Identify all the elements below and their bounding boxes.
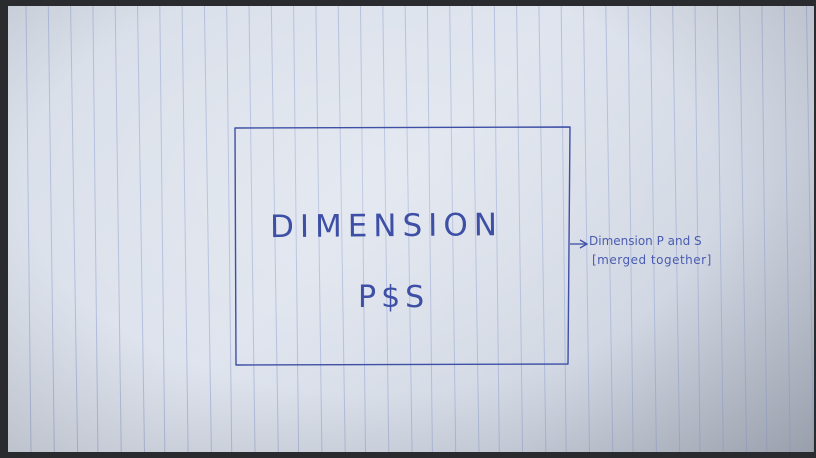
ruled-line — [92, 6, 99, 452]
ruled-line — [25, 6, 32, 452]
annotation-line-2: [merged together] — [592, 253, 712, 267]
ruled-line — [360, 6, 366, 452]
ruled-line — [739, 6, 748, 452]
ruled-line — [203, 6, 212, 452]
ruled-line — [404, 6, 413, 452]
ruled-line — [137, 6, 145, 452]
ruled-line — [516, 6, 524, 452]
ruled-line — [583, 6, 590, 452]
ruled-line — [716, 6, 724, 452]
box-title: DIMENSION — [269, 207, 504, 246]
ruled-line — [248, 6, 256, 452]
ruled-line — [114, 6, 122, 452]
arrow-head — [579, 239, 589, 249]
ruled-line — [181, 6, 189, 452]
ruled-line — [605, 6, 614, 452]
ruled-line — [159, 6, 166, 452]
ruled-line — [694, 6, 701, 452]
ruled-line — [449, 6, 457, 452]
ruled-line — [560, 6, 567, 452]
ruled-line — [226, 6, 233, 452]
box-subtitle: P$S — [358, 280, 430, 315]
ruled-line — [761, 6, 768, 452]
ruled-line — [382, 6, 390, 452]
ruled-line — [270, 6, 279, 452]
ruled-line — [538, 6, 547, 452]
ruled-line — [493, 6, 500, 452]
ruled-line — [293, 6, 300, 452]
ruled-line — [315, 6, 323, 452]
ruled-line — [806, 6, 814, 452]
ruled-line — [426, 6, 433, 452]
dimension-box — [234, 126, 571, 366]
ruled-line — [783, 6, 791, 452]
ruled-line — [47, 6, 55, 452]
ruled-line — [471, 6, 480, 452]
ruled-line — [672, 6, 681, 452]
annotation-line-1: Dimension P and S — [589, 234, 702, 248]
ruled-lines — [25, 6, 814, 452]
ruled-line — [337, 6, 346, 452]
ruled-line — [649, 6, 657, 452]
ruled-line — [70, 6, 79, 452]
ruled-line — [627, 6, 634, 452]
